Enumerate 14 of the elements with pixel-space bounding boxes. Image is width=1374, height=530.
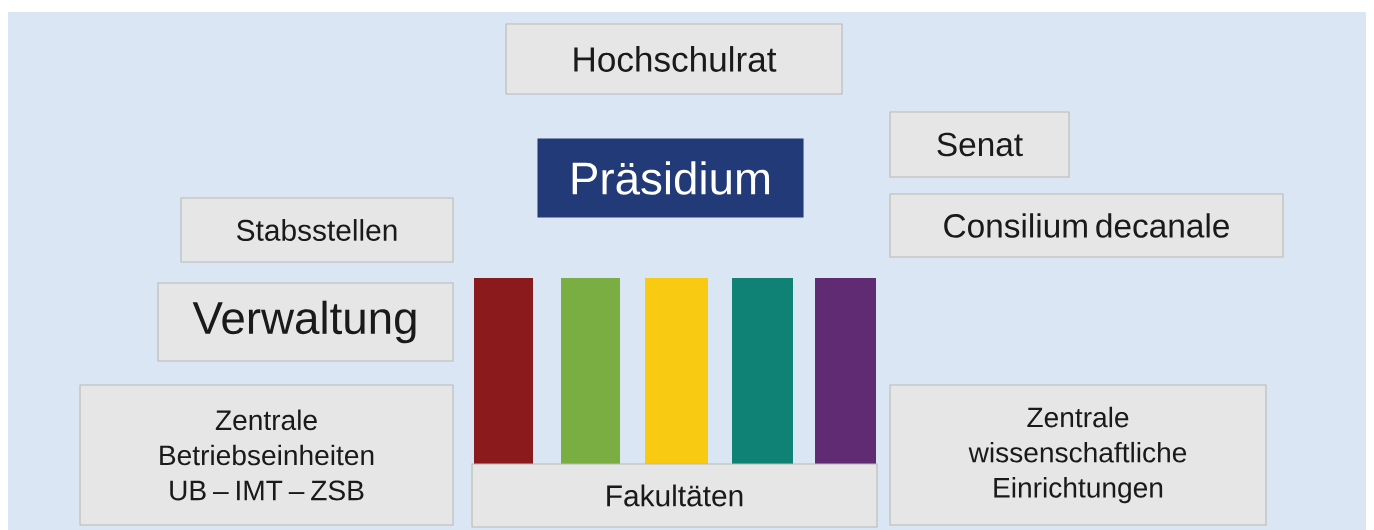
faculty-bar — [474, 278, 533, 464]
unit-box: Zentrale wissenschaftliche Einrichtungen — [889, 384, 1267, 526]
title-box: Präsidium — [537, 138, 804, 218]
unit-box: Stabsstellen — [180, 197, 454, 263]
faculty-bar — [815, 278, 876, 464]
unit-box: Consilium decanale — [889, 193, 1284, 258]
unit-box: Verwaltung — [157, 282, 454, 362]
faculty-bar — [561, 278, 620, 464]
unit-box: Fakultäten — [471, 463, 878, 528]
faculty-bar — [645, 278, 708, 464]
unit-box: Senat — [889, 111, 1070, 178]
faculty-bar — [732, 278, 793, 464]
unit-box: Hochschulrat — [505, 23, 843, 95]
unit-box: Zentrale Betriebseinheiten UB – IMT – ZSB — [79, 384, 454, 526]
